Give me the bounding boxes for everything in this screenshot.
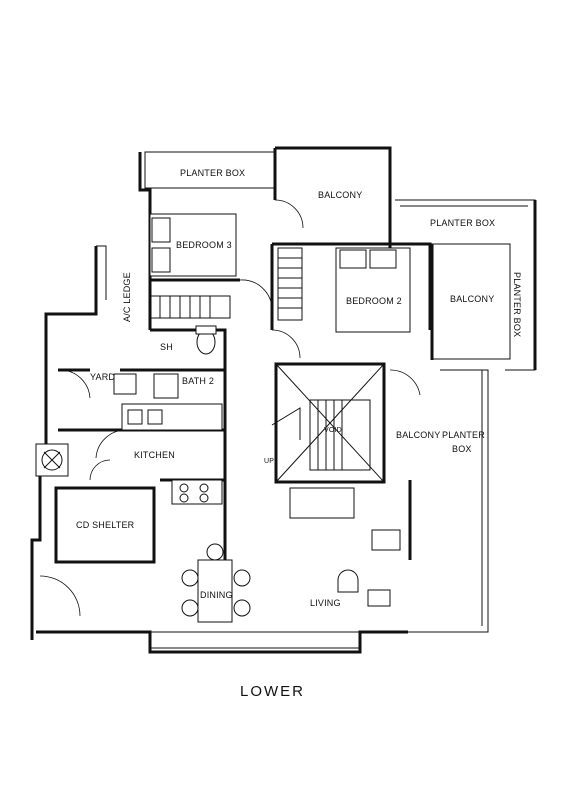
planter-box-mid-label-line1: PLANTER bbox=[442, 430, 485, 440]
yard-label: YARD bbox=[90, 372, 115, 382]
stairs-bedroom3 bbox=[149, 295, 231, 319]
floor-title: LOWER bbox=[240, 683, 305, 700]
living-label: LIVING bbox=[310, 598, 341, 608]
kitchen-counter-icon bbox=[121, 403, 223, 505]
void-label: VOID bbox=[324, 427, 342, 434]
bed-2-icon bbox=[335, 247, 411, 333]
bathroom-fixtures-icon bbox=[113, 325, 217, 399]
planter-box-right-vertical-label: PLANTER BOX bbox=[512, 272, 522, 337]
kitchen-label: KITCHEN bbox=[134, 450, 175, 460]
shower-label: SH bbox=[160, 342, 173, 352]
cd-shelter-label: CD SHELTER bbox=[76, 520, 135, 530]
balcony-top-label: BALCONY bbox=[318, 190, 362, 200]
void-stairwell bbox=[271, 362, 386, 484]
balcony-mid-label: BALCONY bbox=[396, 430, 440, 440]
planter-box-top-label: PLANTER BOX bbox=[180, 168, 245, 178]
bath-2-label: BATH 2 bbox=[182, 376, 214, 386]
bed-3-icon bbox=[149, 213, 237, 277]
dining-label: DINING bbox=[200, 590, 233, 600]
dining-table-icon bbox=[181, 543, 251, 623]
balcony-right-label: BALCONY bbox=[450, 294, 494, 304]
bedroom-2-label: BEDROOM 2 bbox=[346, 296, 402, 306]
bedroom-3-label: BEDROOM 3 bbox=[176, 240, 232, 250]
ac-unit-icon bbox=[35, 443, 69, 477]
planter-box-mid-label-line2: BOX bbox=[452, 444, 472, 454]
door-swings bbox=[39, 199, 421, 617]
up-label: UP bbox=[264, 458, 274, 465]
planter-box-right-top-label: PLANTER BOX bbox=[430, 218, 495, 228]
living-furniture-icon bbox=[289, 487, 401, 607]
ac-ledge-label: A/C LEDGE bbox=[122, 272, 132, 322]
stairs-bedroom bbox=[277, 247, 303, 321]
